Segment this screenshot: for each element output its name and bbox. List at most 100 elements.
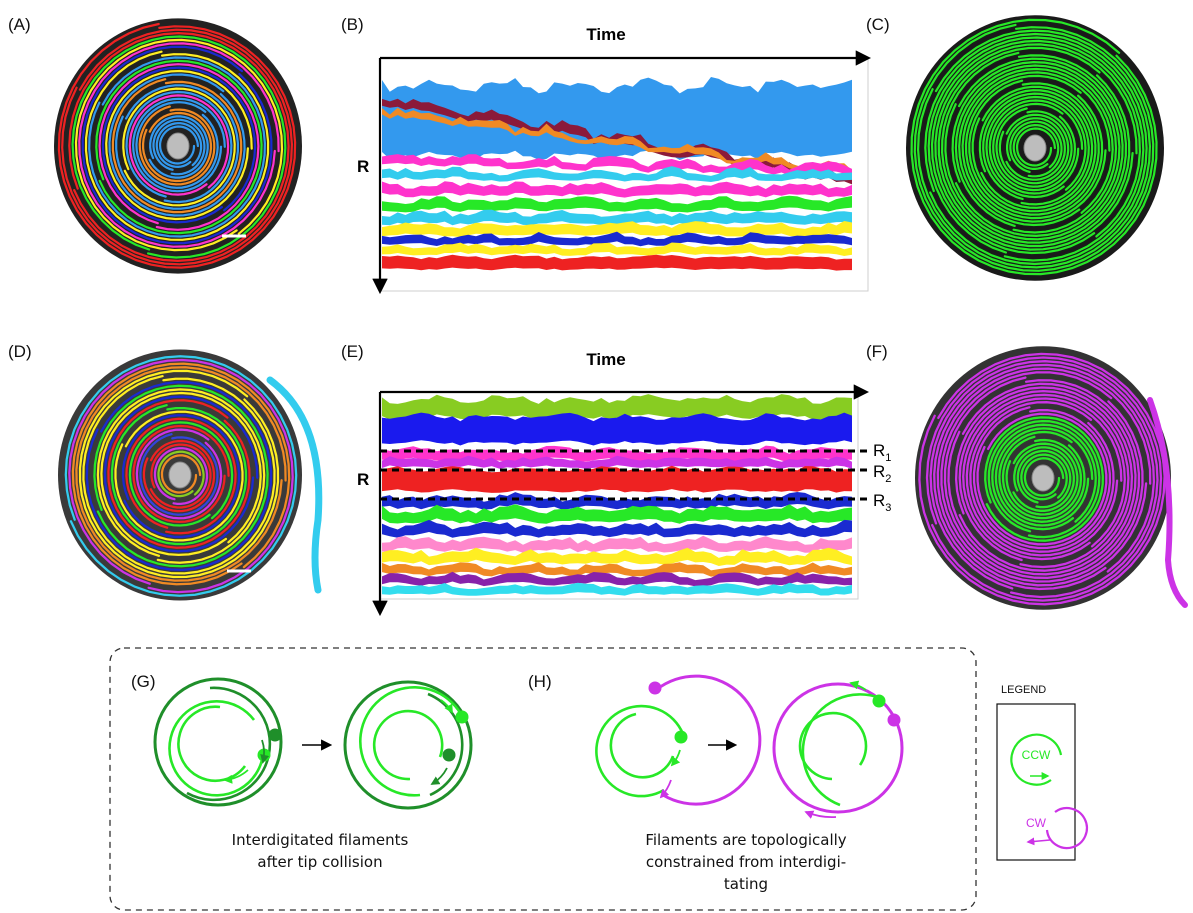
spiral-c-filament	[951, 60, 1121, 238]
spiral-d-filament	[114, 410, 244, 542]
spiral-c-filament	[998, 113, 1070, 185]
green-tip-dot	[872, 694, 886, 708]
light-filament-inner	[177, 705, 247, 783]
spiral-c-filament	[940, 51, 1128, 244]
schematic-h-after	[772, 680, 904, 819]
schematic-h-before	[595, 674, 762, 806]
spiral-c-filament	[944, 57, 1124, 241]
spiral-c-filament	[985, 95, 1087, 199]
spiral-d-filament	[100, 391, 262, 557]
dark-tip-dot	[268, 728, 282, 742]
spiral-d-filament	[71, 362, 291, 586]
spiral-a-filament	[68, 31, 290, 263]
spiral-d-filament	[82, 374, 276, 575]
plot-e-band	[382, 465, 852, 493]
plot-b-x-label: Time	[586, 25, 625, 44]
plot-b-band	[382, 242, 852, 256]
spiral-d-filament	[157, 450, 205, 498]
plot-e-band	[382, 535, 852, 553]
plot-e-band	[382, 582, 852, 596]
spiral-d-filament	[96, 388, 266, 564]
spiral-c-filament	[978, 89, 1094, 209]
spiral-f-filament	[954, 386, 1134, 572]
spiral-a-filament	[101, 66, 257, 224]
spiral-d-filament	[121, 414, 241, 539]
ref-label-r2: R2	[873, 462, 891, 485]
spiral-a-filament	[61, 28, 294, 266]
spiral-a-filament	[135, 101, 219, 189]
plot-b-band	[382, 77, 852, 160]
spiral-f-filament	[947, 382, 1137, 576]
spiral-c-filament	[916, 29, 1152, 269]
spiral-d-filament	[68, 358, 294, 594]
outer-ring	[343, 680, 473, 810]
spiral-a-filament	[84, 50, 270, 241]
spiral-a-filament	[138, 105, 216, 186]
spiral-f-filament	[929, 360, 1159, 599]
light-direction-arrow	[440, 699, 453, 714]
plot-b-band	[382, 254, 852, 271]
green-tip-dot	[674, 730, 688, 744]
spiral-a-filament	[95, 59, 263, 235]
spiral-a-filament	[131, 97, 226, 193]
spiral-f-filament	[969, 401, 1115, 553]
spiral-f-filament	[958, 389, 1130, 569]
legend-cw-arrow-icon	[1026, 837, 1051, 846]
caption-h-line2: constrained from interdigi-	[646, 853, 846, 871]
spiral-f-filament	[987, 419, 1101, 539]
spiral-d-filament	[85, 381, 273, 572]
plot-b: Time R	[357, 25, 872, 295]
plot-b-y-label: R	[357, 157, 369, 176]
spiral-image-d	[58, 349, 323, 601]
schematic-box	[109, 647, 977, 911]
legend-ccw-label: CCW	[1022, 748, 1051, 762]
spiral-a-filament	[142, 111, 213, 183]
legend-cw-icon	[1045, 807, 1088, 850]
spiral-c-filament	[954, 64, 1118, 234]
spiral-f-filament	[1001, 435, 1083, 520]
spiral-c-filament	[1012, 123, 1060, 170]
spiral-f-filament	[936, 367, 1152, 587]
spiral-c-filament	[958, 67, 1114, 227]
panel-label-g: (G)	[131, 672, 156, 691]
spiral-d-filament	[139, 433, 219, 516]
plot-e-x-label: Time	[586, 350, 625, 369]
plot-b-band	[382, 181, 852, 198]
spiral-d-filament	[135, 428, 223, 520]
spiral-c-core	[1023, 134, 1047, 162]
green-direction-arrow	[849, 680, 867, 691]
spiral-a-filament	[98, 63, 260, 231]
spiral-c-filament	[982, 92, 1090, 206]
plot-b-bands	[382, 77, 852, 271]
spiral-d-filament	[110, 404, 248, 546]
spiral-f-filament	[1020, 453, 1068, 501]
legend-cw-label: CW	[1026, 816, 1047, 830]
plot-e-band	[382, 504, 852, 524]
spiral-image-a	[54, 18, 302, 274]
light-filament	[168, 700, 265, 797]
spiral-c-filament	[934, 43, 1138, 251]
light-tip-dot	[455, 710, 469, 724]
spiral-a-filament	[128, 94, 230, 196]
spiral-c-filament	[930, 39, 1142, 255]
panel-label-f: (F)	[866, 342, 888, 361]
spiral-d-tail	[266, 376, 323, 594]
spiral-a-filament	[122, 87, 236, 207]
spiral-c-filament	[927, 36, 1145, 262]
spiral-f-filament	[965, 397, 1123, 557]
spiral-c-filament	[1009, 120, 1063, 178]
panel-label-h: (H)	[528, 672, 552, 691]
spiral-a-filament	[57, 22, 297, 269]
dark-direction-arrow	[430, 767, 448, 785]
spiral-c-filament	[924, 32, 1148, 266]
spiral-d-filament	[75, 366, 287, 582]
spiral-d-filament	[160, 454, 202, 494]
spiral-f-tail	[1147, 397, 1188, 608]
plot-e: Time R R1 R2 R3	[357, 350, 891, 617]
green-filament-inner	[798, 711, 868, 781]
spiral-d-filament	[78, 369, 280, 579]
spiral-f-filament	[933, 363, 1156, 591]
schematic-g-before	[153, 677, 283, 807]
plot-b-band	[382, 209, 852, 226]
spiral-image-c	[906, 15, 1164, 281]
